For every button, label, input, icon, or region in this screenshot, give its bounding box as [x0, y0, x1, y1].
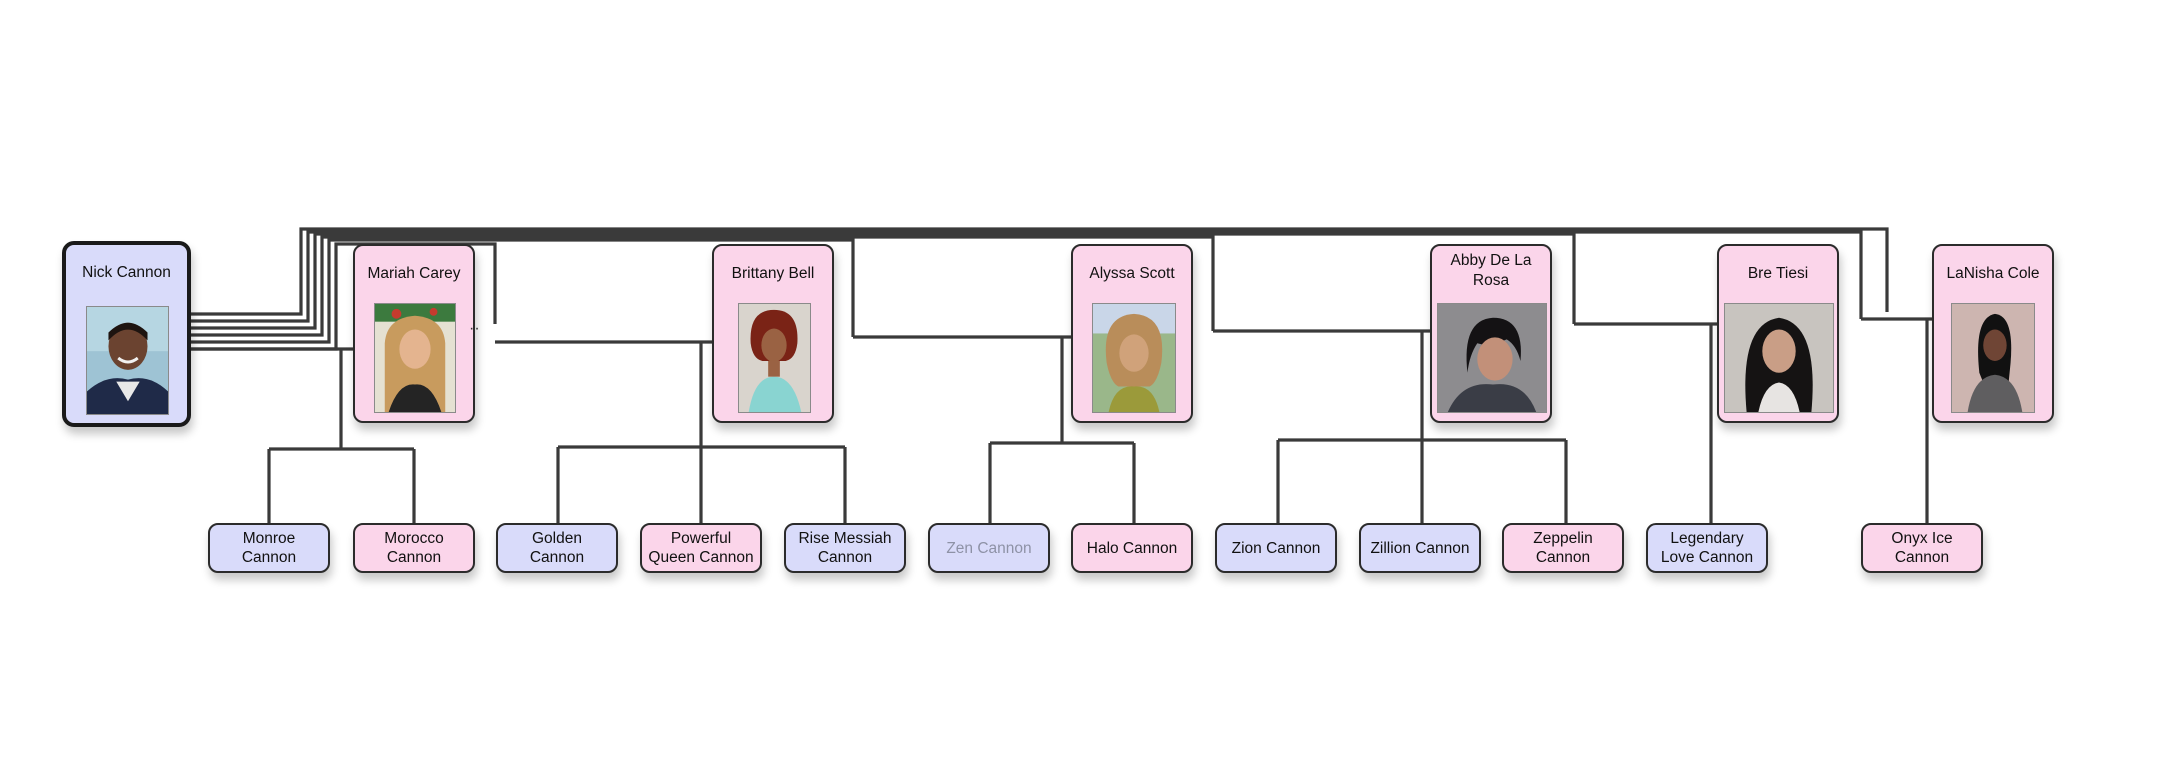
node-name: Onyx Ice Cannon	[1891, 530, 1953, 566]
link-root-lanisha-cole	[188, 227, 1889, 316]
node-rise-messiah-cannon[interactable]: Rise Messiah Cannon	[784, 523, 906, 573]
photo-woman-blonde-hair-icon	[374, 303, 456, 413]
node-name: Morocco Cannon	[384, 530, 444, 566]
node-name: Zeppelin Cannon	[1533, 530, 1593, 566]
photo-woman-curly-red-hair-icon	[738, 303, 811, 413]
node-name: Rise Messiah Cannon	[798, 530, 892, 566]
node-brittany-bell[interactable]: Brittany Bell	[712, 244, 834, 423]
node-name: Zion Cannon	[1231, 539, 1321, 557]
node-name: Golden Cannon	[529, 530, 585, 566]
branch-mariah-carey	[267, 349, 416, 525]
node-mariah-carey[interactable]: Mariah Carey	[353, 244, 475, 423]
node-name: Zen Cannon	[946, 539, 1032, 557]
branch-abby-de-la-rosa	[1276, 331, 1568, 525]
node-name: Abby De La Rosa	[1450, 252, 1532, 289]
branch-brittany-bell	[556, 342, 847, 525]
link-root-brittany-bell	[188, 238, 855, 344]
node-name: LaNisha Cole	[1946, 265, 2040, 282]
node-name: Mariah Carey	[367, 265, 461, 282]
link-root-bre-tiesi	[188, 230, 1863, 323]
node-powerful-queen-cannon[interactable]: Powerful Queen Cannon	[640, 523, 762, 573]
node-onyx-ice-cannon[interactable]: Onyx Ice Cannon	[1861, 523, 1983, 573]
node-abby-de-la-rosa[interactable]: Abby De La Rosa	[1430, 244, 1552, 423]
node-name: Powerful Queen Cannon	[648, 530, 754, 566]
branch-alyssa-scott	[988, 337, 1136, 525]
node-name: Halo Cannon	[1086, 539, 1178, 557]
photo-woman-long-dark-hair-icon	[1724, 303, 1834, 413]
node-morocco-cannon[interactable]: Morocco Cannon	[353, 523, 475, 573]
ellipsis-marker: ··	[469, 320, 480, 337]
photo-woman-curly-hair-outdoors-icon	[1092, 303, 1176, 413]
node-name: Legendary Love Cannon	[1660, 530, 1754, 566]
photo-woman-dark-hair-icon	[1437, 303, 1547, 413]
node-name: Zillion Cannon	[1370, 539, 1470, 557]
node-name: Alyssa Scott	[1089, 265, 1175, 282]
node-zeppelin-cannon[interactable]: Zeppelin Cannon	[1502, 523, 1624, 573]
node-nick-cannon[interactable]: Nick Cannon	[62, 241, 191, 427]
node-name: Brittany Bell	[731, 265, 815, 282]
node-zen-cannon[interactable]: Zen Cannon	[928, 523, 1050, 573]
node-zillion-cannon[interactable]: Zillion Cannon	[1359, 523, 1481, 573]
node-legendary-love-cannon[interactable]: Legendary Love Cannon	[1646, 523, 1768, 573]
link-root-abby-de-la-rosa	[188, 232, 1576, 330]
node-bre-tiesi[interactable]: Bre Tiesi	[1717, 244, 1839, 423]
node-golden-cannon[interactable]: Golden Cannon	[496, 523, 618, 573]
node-zion-cannon[interactable]: Zion Cannon	[1215, 523, 1337, 573]
node-name: Nick Cannon	[82, 264, 171, 281]
photo-man-smiling-icon	[86, 306, 169, 415]
link-root-alyssa-scott	[188, 235, 1215, 337]
node-name: Monroe Cannon	[241, 530, 297, 566]
node-lanisha-cole[interactable]: LaNisha Cole	[1932, 244, 2054, 423]
photo-woman-in-grey-top-icon	[1951, 303, 2035, 413]
node-monroe-cannon[interactable]: Monroe Cannon	[208, 523, 330, 573]
node-name: Bre Tiesi	[1747, 265, 1809, 282]
node-alyssa-scott[interactable]: Alyssa Scott	[1071, 244, 1193, 423]
node-halo-cannon[interactable]: Halo Cannon	[1071, 523, 1193, 573]
